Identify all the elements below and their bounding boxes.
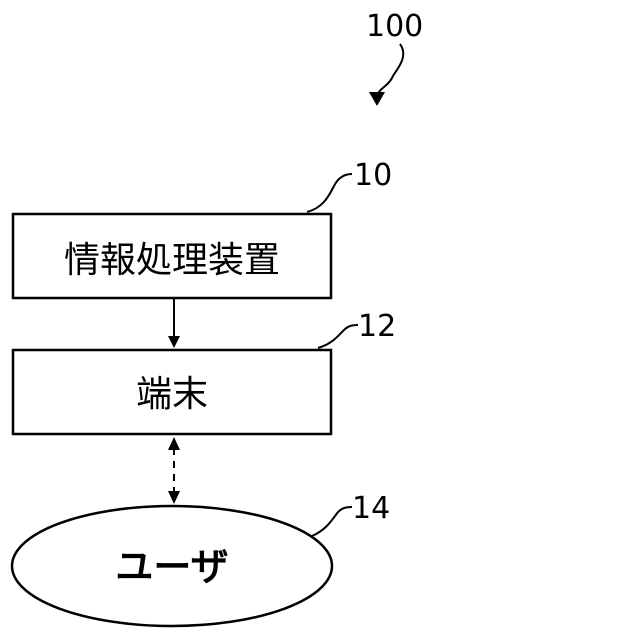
info-device-ref-leader: [307, 174, 352, 212]
system-ref-leader: [378, 44, 403, 94]
terminal-user-arrowhead-down: [168, 491, 180, 504]
device-to-terminal-arrowhead: [168, 336, 180, 348]
info-device-label: 情報処理装置: [64, 240, 280, 281]
system-ref-label: 100: [366, 9, 423, 44]
terminal-user-arrowhead-up: [168, 437, 180, 450]
user-ref-label: 14: [352, 491, 390, 526]
terminal-label: 端末: [136, 374, 208, 415]
user-label: ユーザ: [115, 545, 228, 589]
system-ref-arrowhead: [369, 92, 385, 106]
terminal-ref-label: 12: [358, 309, 396, 344]
info-device-ref-label: 10: [354, 158, 392, 193]
terminal-ref-leader: [318, 325, 358, 348]
user-ref-leader: [312, 507, 352, 536]
